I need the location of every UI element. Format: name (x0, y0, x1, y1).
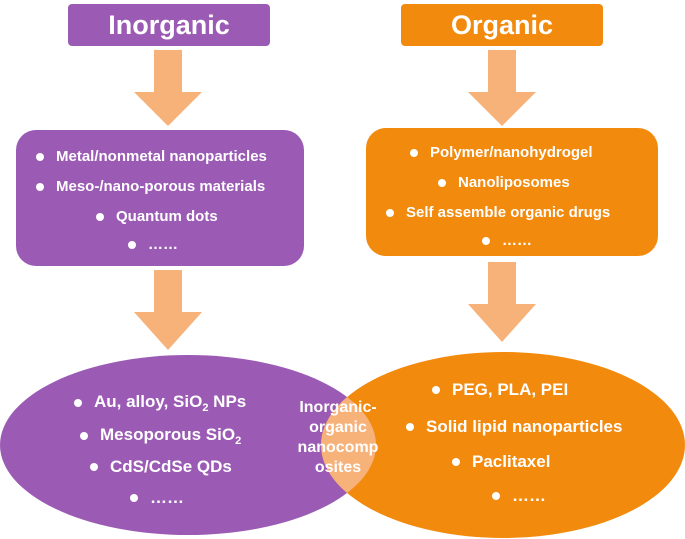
list-item: PEG, PLA, PEI (432, 380, 568, 400)
bullet-icon (80, 432, 88, 440)
list-item: …… (130, 488, 184, 508)
arrow-down-left-bottom (134, 270, 202, 350)
organic-ellipse (321, 352, 685, 538)
organic-header: Organic (401, 4, 603, 46)
list-item: Polymer/nanohydrogel (410, 144, 593, 161)
arrow-down-right-bottom (468, 262, 536, 342)
list-item: …… (492, 486, 546, 506)
list-item: …… (128, 236, 178, 253)
organic-examples-box: Polymer/nanohydrogel Nanoliposomes Self … (366, 128, 658, 256)
inorganic-ellipse (0, 355, 376, 535)
bullet-icon (128, 240, 136, 249)
overlap-label: Inorganic- organic nanocomp osites (297, 399, 379, 476)
bullet-icon (36, 182, 44, 191)
list-item: Solid lipid nanoparticles (406, 417, 622, 437)
organic-header-label: Organic (450, 9, 554, 40)
list-item: CdS/CdSe QDs (90, 457, 232, 477)
list-item: Paclitaxel (452, 452, 550, 472)
bullet-icon (96, 212, 104, 221)
bullet-icon (482, 236, 490, 245)
inorganic-header: Inorganic (68, 4, 270, 46)
bullet-icon (90, 463, 98, 471)
bullet-icon (452, 458, 460, 466)
inorganic-header-label: Inorganic (108, 9, 230, 40)
bullet-icon (438, 178, 446, 187)
bullet-icon (386, 208, 394, 217)
list-item: Nanoliposomes (438, 174, 570, 191)
arrow-down-right-top (468, 50, 536, 126)
bullet-icon (36, 152, 44, 161)
bullet-icon (74, 399, 82, 407)
list-item: Au, alloy, SiO2 NPs (74, 392, 246, 414)
list-item: …… (482, 232, 532, 249)
list-item: Quantum dots (96, 208, 218, 225)
bullet-icon (130, 494, 138, 502)
inorganic-examples-box: Metal/nonmetal nanoparticles Meso-/nano-… (16, 130, 304, 266)
bullet-icon (406, 423, 414, 431)
list-item: Self assemble organic drugs (386, 204, 610, 221)
bullet-icon (492, 492, 500, 500)
list-item: Meso-/nano-porous materials (36, 178, 265, 195)
list-item: Metal/nonmetal nanoparticles (36, 148, 267, 165)
arrow-down-left-top (134, 50, 202, 126)
list-item: Mesoporous SiO2 (80, 425, 241, 447)
bullet-icon (410, 148, 418, 157)
bullet-icon (432, 386, 440, 394)
